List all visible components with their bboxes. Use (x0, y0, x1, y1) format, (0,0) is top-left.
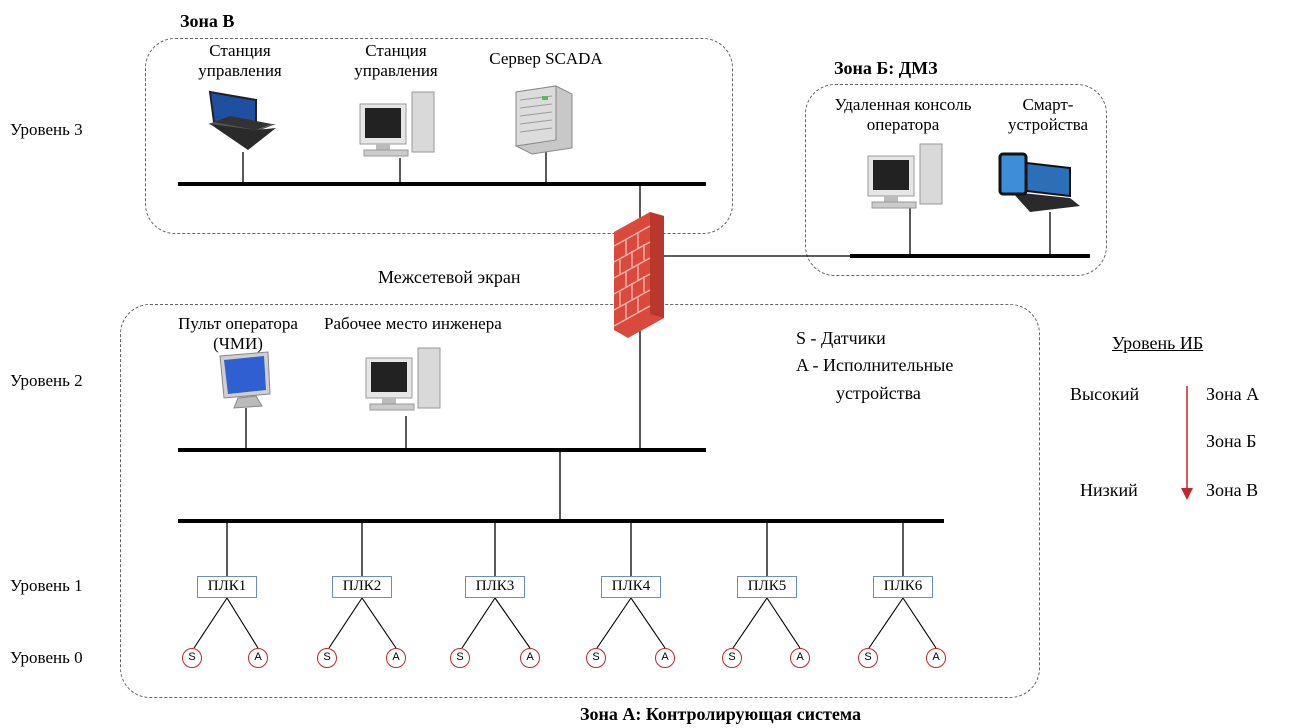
security-zone-a: Зона А (1206, 384, 1260, 404)
actuator-node: A (520, 648, 540, 668)
zone-v-boundary (145, 38, 733, 234)
monitor-icon (219, 351, 271, 409)
desktop-pc-icon (867, 143, 943, 209)
plc-box: ПЛК1 (197, 576, 257, 598)
sensor-node: S (586, 648, 606, 668)
level-1-label: Уровень 1 (10, 576, 83, 595)
laptop-icon (208, 90, 276, 150)
legend-actuators-cont: устройства (836, 383, 921, 403)
legend-sensors: S - Датчики (796, 328, 886, 348)
firewall-icon (613, 212, 664, 338)
plc-box: ПЛК6 (873, 576, 933, 598)
security-zone-v: Зона В (1206, 480, 1259, 500)
level-3-label: Уровень 3 (10, 120, 83, 139)
actuator-node: A (655, 648, 675, 668)
actuator-node: A (386, 648, 406, 668)
zone-b-boundary (805, 84, 1107, 276)
desktop-pc-icon (365, 347, 441, 411)
hmi-label: Пульт оператора(ЧМИ) (178, 314, 298, 353)
security-arrow (1181, 386, 1193, 500)
zone-b-title: Зона Б: ДМЗ (834, 58, 938, 78)
plc-box: ПЛК4 (601, 576, 661, 598)
scada-label: Сервер SCADA (489, 49, 603, 68)
sensor-node: S (450, 648, 470, 668)
sensor-node: S (317, 648, 337, 668)
security-low: Низкий (1080, 480, 1138, 500)
engineer-label: Рабочее место инженера (324, 314, 502, 333)
smart-devices-icon (998, 152, 1080, 212)
zone-v-title: Зона В (180, 11, 235, 31)
sensor-node: S (858, 648, 878, 668)
desktop-pc-icon (359, 91, 435, 157)
level-0-label: Уровень 0 (10, 648, 83, 667)
actuator-node: A (926, 648, 946, 668)
zone-a-boundary (120, 304, 1040, 698)
plc-box: ПЛК5 (737, 576, 797, 598)
level-2-label: Уровень 2 (10, 371, 83, 390)
server-icon (515, 85, 573, 155)
security-level-title: Уровень ИБ (1112, 333, 1204, 353)
firewall-label: Межсетевой экран (378, 267, 521, 287)
plc-box: ПЛК2 (332, 576, 392, 598)
actuator-node: A (790, 648, 810, 668)
plc-box: ПЛК3 (465, 576, 525, 598)
smart-devices-label: Смарт-устройства (1007, 95, 1089, 134)
sensor-node: S (722, 648, 742, 668)
zone-a-title: Зона А: Контролирующая система (580, 704, 861, 724)
security-zone-b: Зона Б (1206, 431, 1257, 451)
sensor-node: S (182, 648, 202, 668)
actuator-node: A (248, 648, 268, 668)
security-high: Высокий (1070, 384, 1140, 404)
legend-actuators: A - Исполнительные (796, 355, 954, 375)
